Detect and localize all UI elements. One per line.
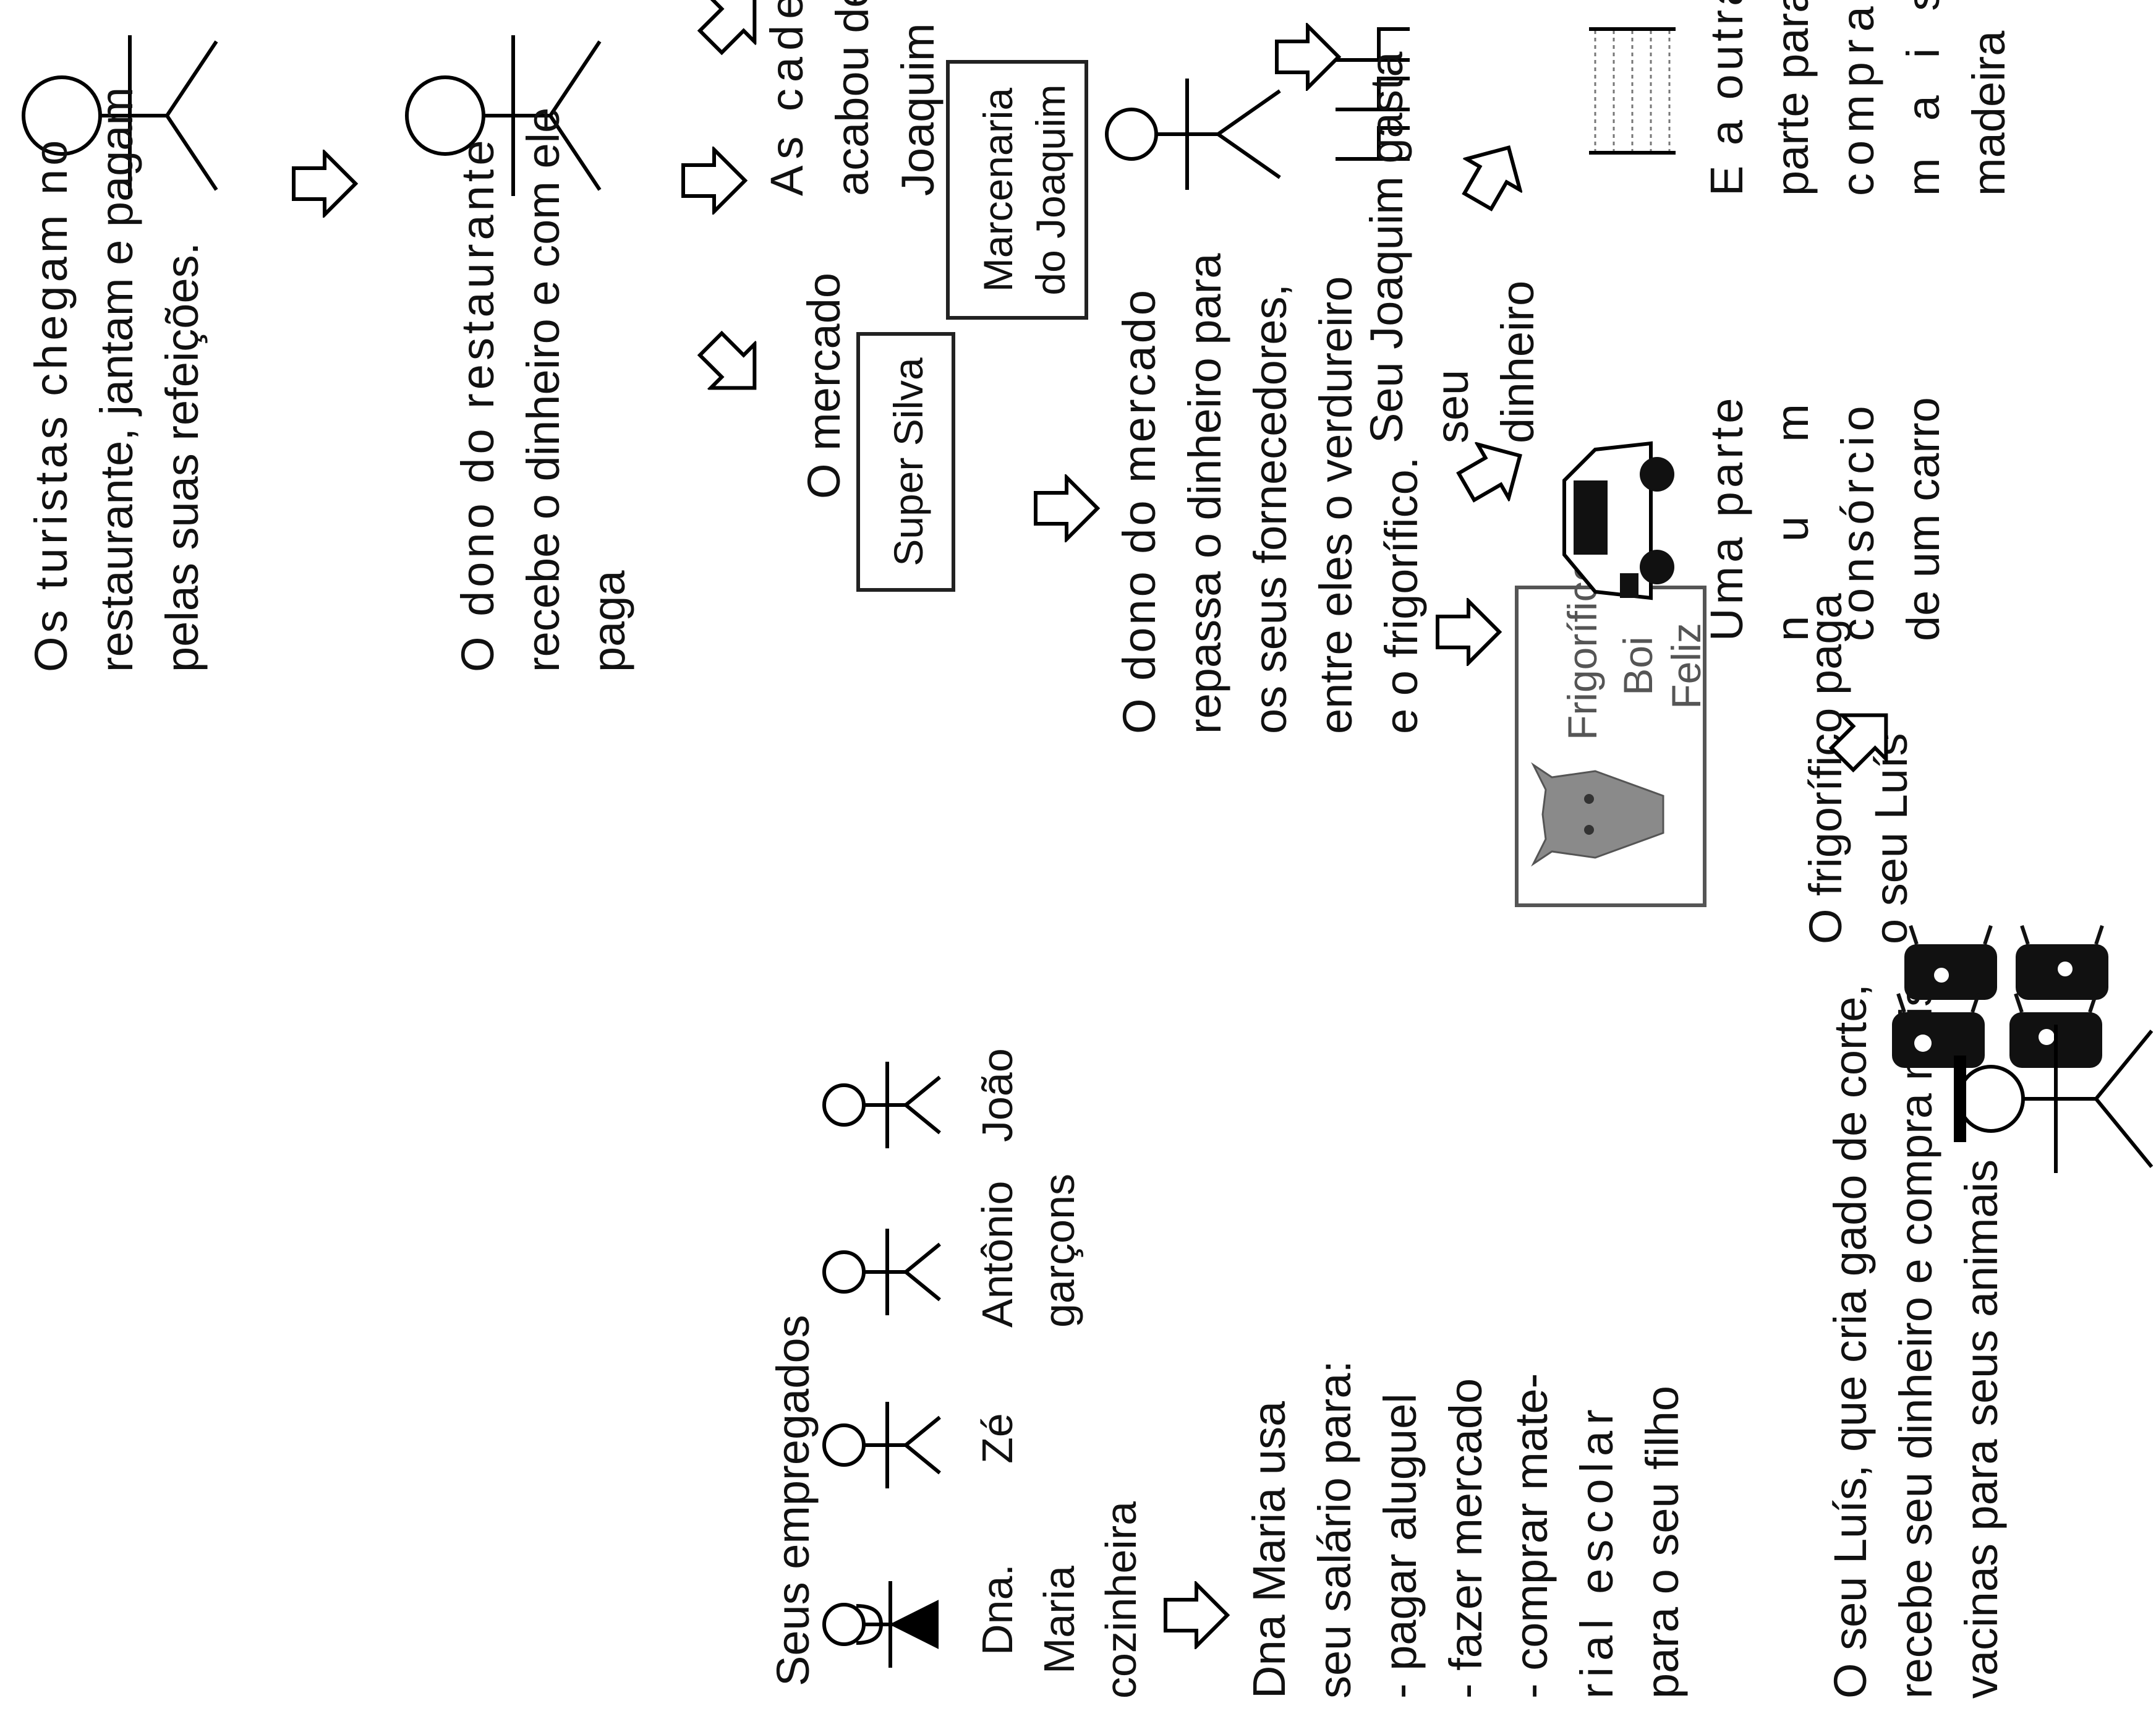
wood-log-icon [1589,27,1676,155]
step1-line: Os turistas chegam no [25,136,77,672]
step2-line: recebe o dinheiro e com ele [518,107,569,672]
car-part-line: de um carro [1898,397,1949,641]
maria-stick-figure-icon [822,1581,939,1668]
car-part-line: num [1766,330,1818,641]
ze-stick-figure-icon [822,1402,941,1488]
arrow-icon [1828,713,1888,773]
chairs-icon [1336,27,1410,161]
arrow-icon [1275,23,1342,91]
arrow-icon [1164,1581,1230,1649]
employee-name: Antônio [973,1180,1021,1328]
carpentry-line: acabou de comprar do seu [820,0,885,196]
carpentry-text: As cadeiras novas que acabou de comprar … [754,0,951,196]
arrow-icon [1461,145,1523,211]
market-sign-text: Super Silva [885,357,931,566]
ox-head-icon [1531,762,1664,867]
wood-part-line: mais [1898,0,1949,196]
carpentry-line: Joaquim [892,23,944,196]
arrow-icon [681,147,748,215]
joao-stick-figure-icon [822,1062,941,1148]
maria-line: - fazer mercado [1440,1378,1491,1699]
carpentry-sign-line: do Joaquim [1028,84,1073,296]
arrow-icon [292,150,359,218]
antonio-stick-figure-icon [822,1229,941,1315]
maria-line: rial escolar [1571,1403,1622,1699]
wood-part-line: parte para [1766,0,1818,196]
step2-line: paga [583,570,634,672]
employees-title: Seus empregados [767,1315,819,1686]
arrow-icon [1456,441,1522,503]
maria-line: para o seu filho [1637,1385,1688,1699]
car-part-line: Uma parte [1701,394,1752,641]
car-part-text: Uma parte num consórcio de um carro [1694,330,1956,641]
step2-line: O dono do restaurante [452,136,503,672]
maria-line: seu salário para: [1309,1360,1360,1699]
employee-role: garçons [1035,1173,1083,1328]
employee-subname: Maria [1035,1565,1083,1674]
maria-line: Dna Maria usa [1243,1401,1295,1699]
carpentry-sign-line: Marcenaria [975,87,1021,292]
arrow-icon [697,0,757,56]
step1-line: restaurante, jantam e pagam [91,87,142,672]
step1-line: pelas suas refeições. [156,242,208,672]
farmer-stick-figure-icon [1954,1025,2154,1173]
step2-text: O dono do restaurante recebe o dinheiro … [445,4,642,672]
joaquim-line: Seu Joaquim gasta seu [1361,51,1478,443]
employee-name: Zé [973,1413,1021,1464]
arrow-icon [1034,474,1101,542]
employee-role: cozinheira [1097,1501,1145,1699]
arrow-icon [697,330,757,390]
maria-line: - comprar mate- [1506,1373,1557,1699]
wood-part-line: comprar [1832,0,1883,196]
joaquim-spends-text: Seu Joaquim gasta seu dinheiro [1354,23,1551,443]
employee-name: João [973,1048,1021,1142]
carpentry-line: As cadeiras novas que [754,0,820,196]
maria-line: - pagar aluguel [1374,1393,1426,1699]
employee-name: Dna. [973,1564,1021,1655]
wood-part-line: madeira [1963,30,2014,196]
maria-uses-text: Dna Maria usa seu salário para: - pagar … [1237,1328,1695,1699]
wood-part-line: E a outra [1701,0,1752,196]
joaquim-line: dinheiro [1492,280,1543,443]
car-icon [1562,441,1674,600]
market-label: O mercado [798,272,850,499]
owner-stick-figure-icon [405,35,602,196]
joaquim-stick-figure-icon [1105,79,1281,190]
step1-text: Os turistas chegam no restaurante, janta… [19,4,215,672]
tourist-stick-figure-icon [22,35,218,196]
arrow-icon [1436,598,1502,666]
wood-part-text: E a outra parte para comprar mais madeir… [1694,0,2022,196]
luis-line: O seu Luís, que cria gado de corte, [1825,984,1876,1699]
cattle-icon [1892,925,2108,1068]
car-part-line: consórcio [1832,401,1883,641]
slaughterhouse-sign-line: Frigorífico [1559,558,1605,740]
